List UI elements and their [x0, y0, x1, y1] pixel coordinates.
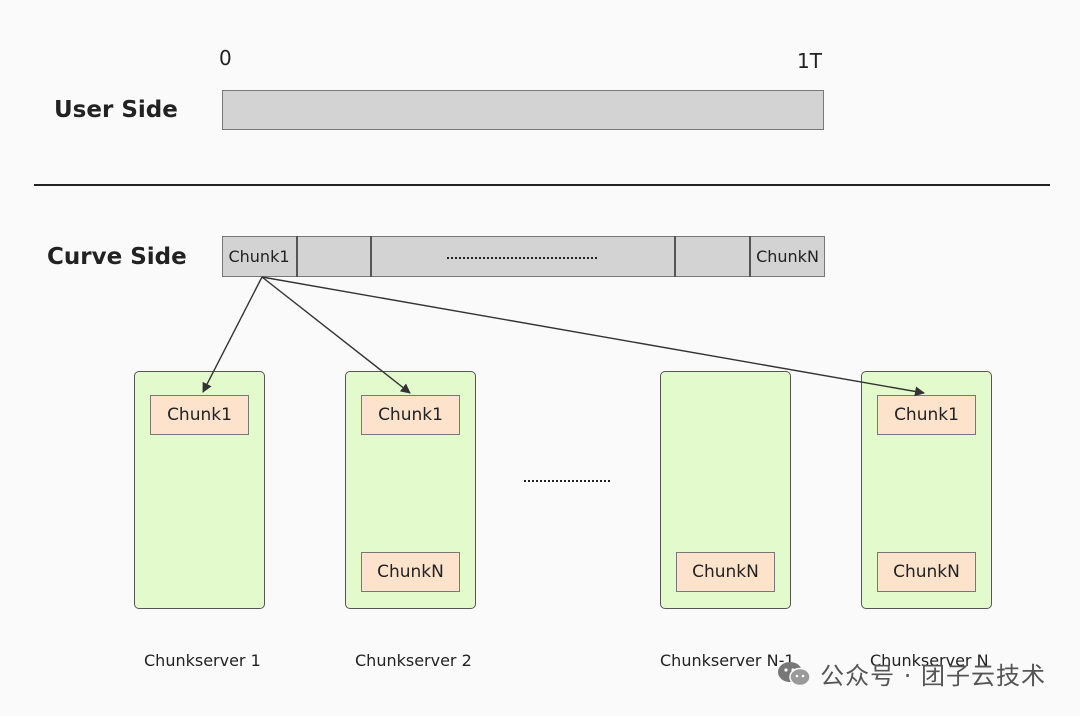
user-side-label: User Side	[54, 97, 178, 123]
curve-chunk-bar	[222, 236, 825, 277]
curve-chunk-last: ChunkN	[756, 247, 819, 266]
chunkserver-1-chunk-top: Chunk1	[150, 395, 249, 435]
watermark: 公众号 · 团子云技术	[776, 656, 1046, 691]
chunkserver-2-chunk-top: Chunk1	[361, 395, 460, 435]
chunkserver-n-chunk-bottom: ChunkN	[877, 552, 976, 592]
scale-end-label: 1T	[797, 49, 822, 73]
chunkserver-1-label: Chunkserver 1	[144, 651, 261, 670]
watermark-text: 公众号 · 团子云技术	[820, 662, 1046, 690]
chunkserver-n-chunk-top: Chunk1	[877, 395, 976, 435]
user-address-space-bar	[222, 90, 824, 130]
arrow-to-chunkserver-1	[202, 276, 263, 393]
chunk-divider-1	[296, 236, 298, 277]
chunk-divider-2	[370, 236, 372, 277]
arrow-to-chunkserver-2	[261, 276, 411, 394]
chunk-divider-3	[674, 236, 676, 277]
chunk-ellipsis	[447, 257, 597, 259]
curve-chunk-first: Chunk1	[228, 247, 290, 266]
chunkserver-2-label: Chunkserver 2	[355, 651, 472, 670]
arrow-to-chunkserver-n	[261, 276, 925, 397]
chunkserver-n-label: Chunkserver N	[870, 651, 989, 670]
curve-side-label: Curve Side	[47, 244, 187, 270]
chunkserver-n-1-chunk-bottom: ChunkN	[676, 552, 775, 592]
chunk-divider-4	[749, 236, 751, 277]
scale-start-label: 0	[219, 46, 232, 70]
section-divider	[34, 184, 1050, 186]
chunkserver-2-chunk-bottom: ChunkN	[361, 552, 460, 592]
servers-ellipsis	[524, 480, 610, 482]
chunkserver-n-1-label: Chunkserver N-1	[660, 651, 795, 670]
wechat-icon	[778, 661, 811, 686]
